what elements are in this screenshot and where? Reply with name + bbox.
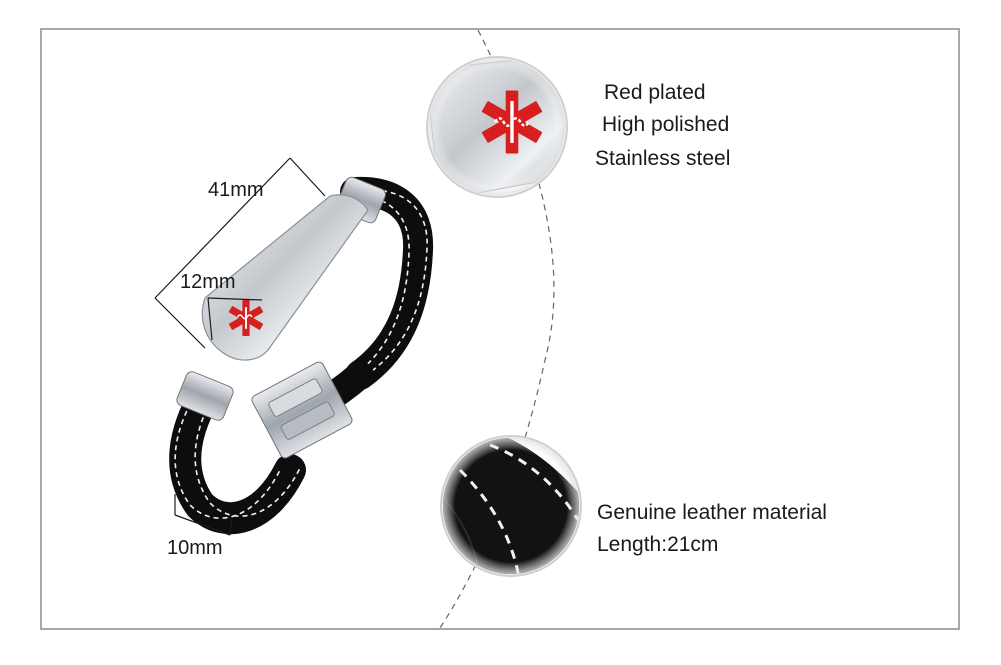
dimension-lines	[154, 157, 326, 536]
band-width-dimension-label: 10mm	[167, 537, 223, 559]
plate-feature-red-plated: Red plated	[604, 81, 706, 104]
length-dimension-label: 41mm	[208, 179, 264, 201]
clasp	[251, 361, 353, 459]
band-feature-length: Length:21cm	[597, 533, 719, 556]
plate-width-dimension-label: 12mm	[180, 271, 236, 293]
leather-closeup	[440, 435, 582, 577]
bracelet	[154, 157, 434, 536]
band-feature-material: Genuine leather material	[597, 501, 827, 524]
plate-closeup	[426, 56, 568, 198]
plate-feature-high-polished: High polished	[602, 113, 730, 136]
plate-star-of-life-icon	[228, 300, 264, 336]
plate-feature-stainless-steel: Stainless steel	[595, 147, 731, 170]
